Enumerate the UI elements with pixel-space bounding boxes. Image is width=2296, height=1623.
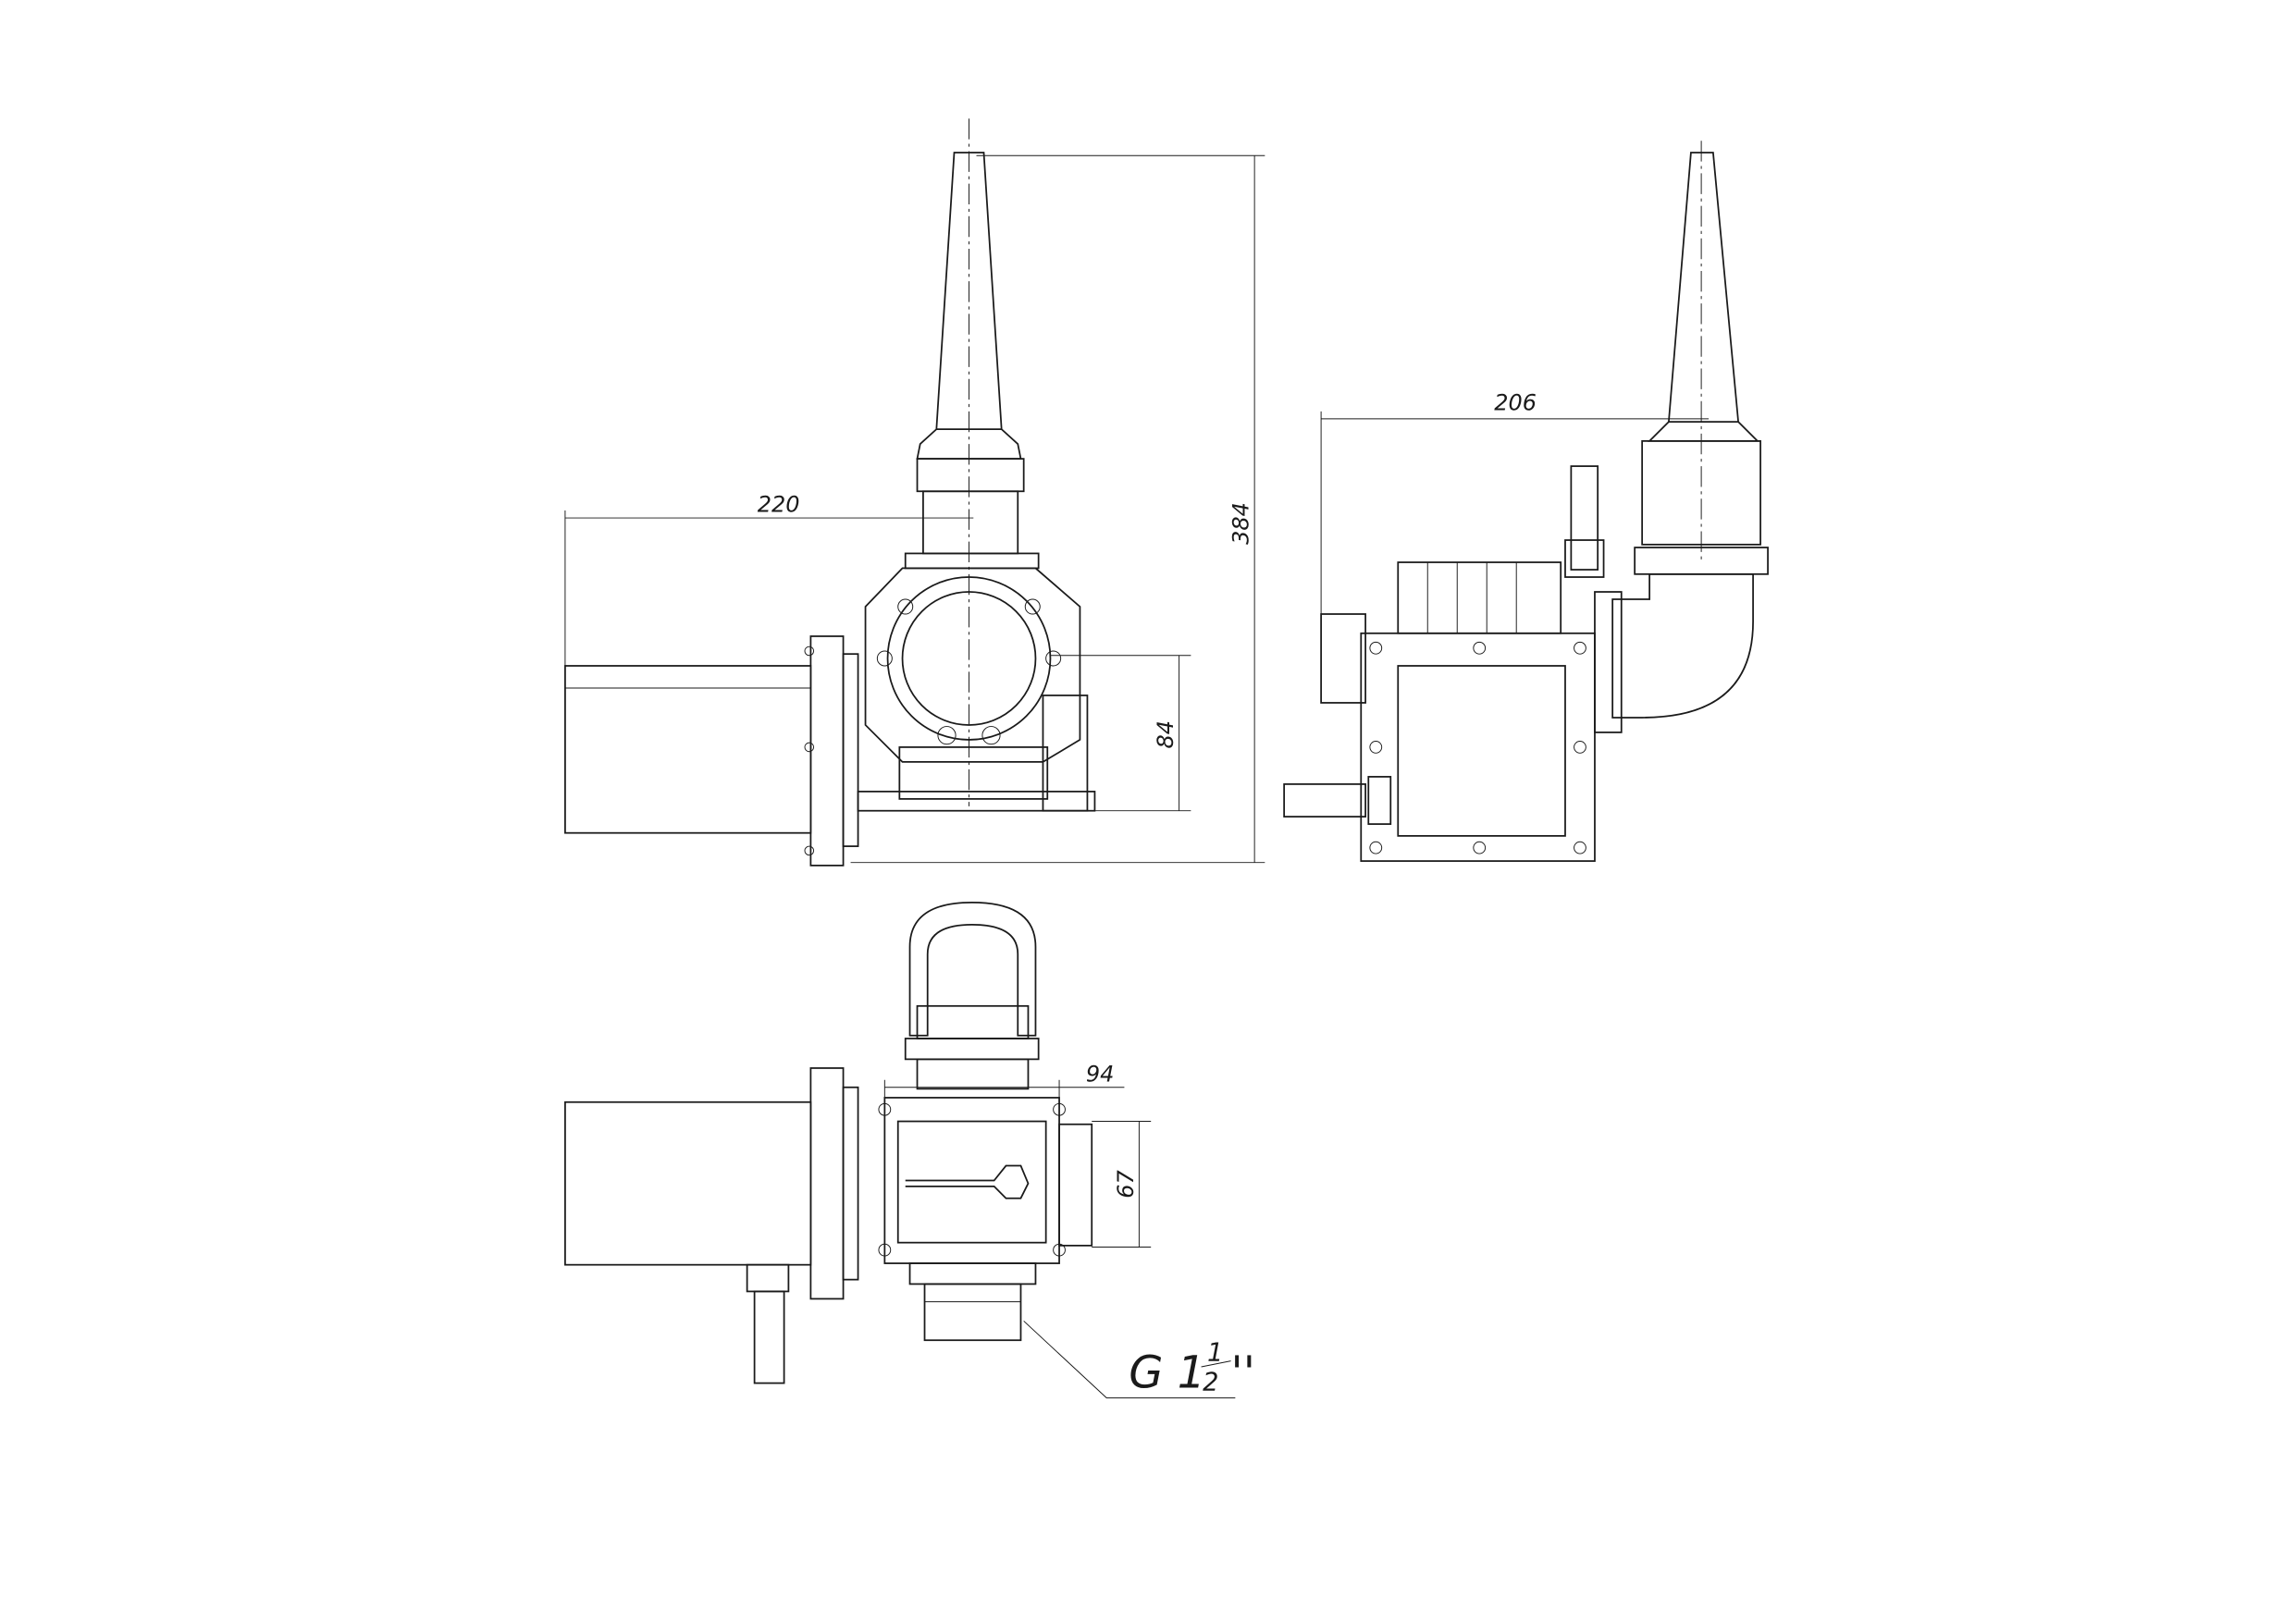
dim-84: 84: [1153, 720, 1179, 749]
dim-206: 206: [1494, 389, 1537, 415]
svg-text:G 1: G 1: [1129, 1346, 1205, 1398]
top-view: [564, 901, 1093, 1384]
front-view: [564, 118, 1096, 867]
side-dimensions: 206: [1320, 389, 1710, 615]
dim-94: 94: [1086, 1061, 1115, 1087]
svg-text:1: 1: [1207, 1339, 1223, 1368]
dim-67: 67: [1113, 1169, 1139, 1198]
svg-text:2: 2: [1203, 1369, 1218, 1397]
top-dimensions: 94 67 G 1 1 2 '': [883, 1061, 1255, 1399]
front-dimensions: 220 384 84: [564, 154, 1265, 864]
thread-label: G 1 1 2 '': [1129, 1339, 1255, 1399]
dim-384: 384: [1228, 502, 1254, 545]
svg-text:'': '': [1231, 1346, 1255, 1398]
dim-220: 220: [758, 492, 800, 518]
side-view: [1283, 141, 1769, 862]
